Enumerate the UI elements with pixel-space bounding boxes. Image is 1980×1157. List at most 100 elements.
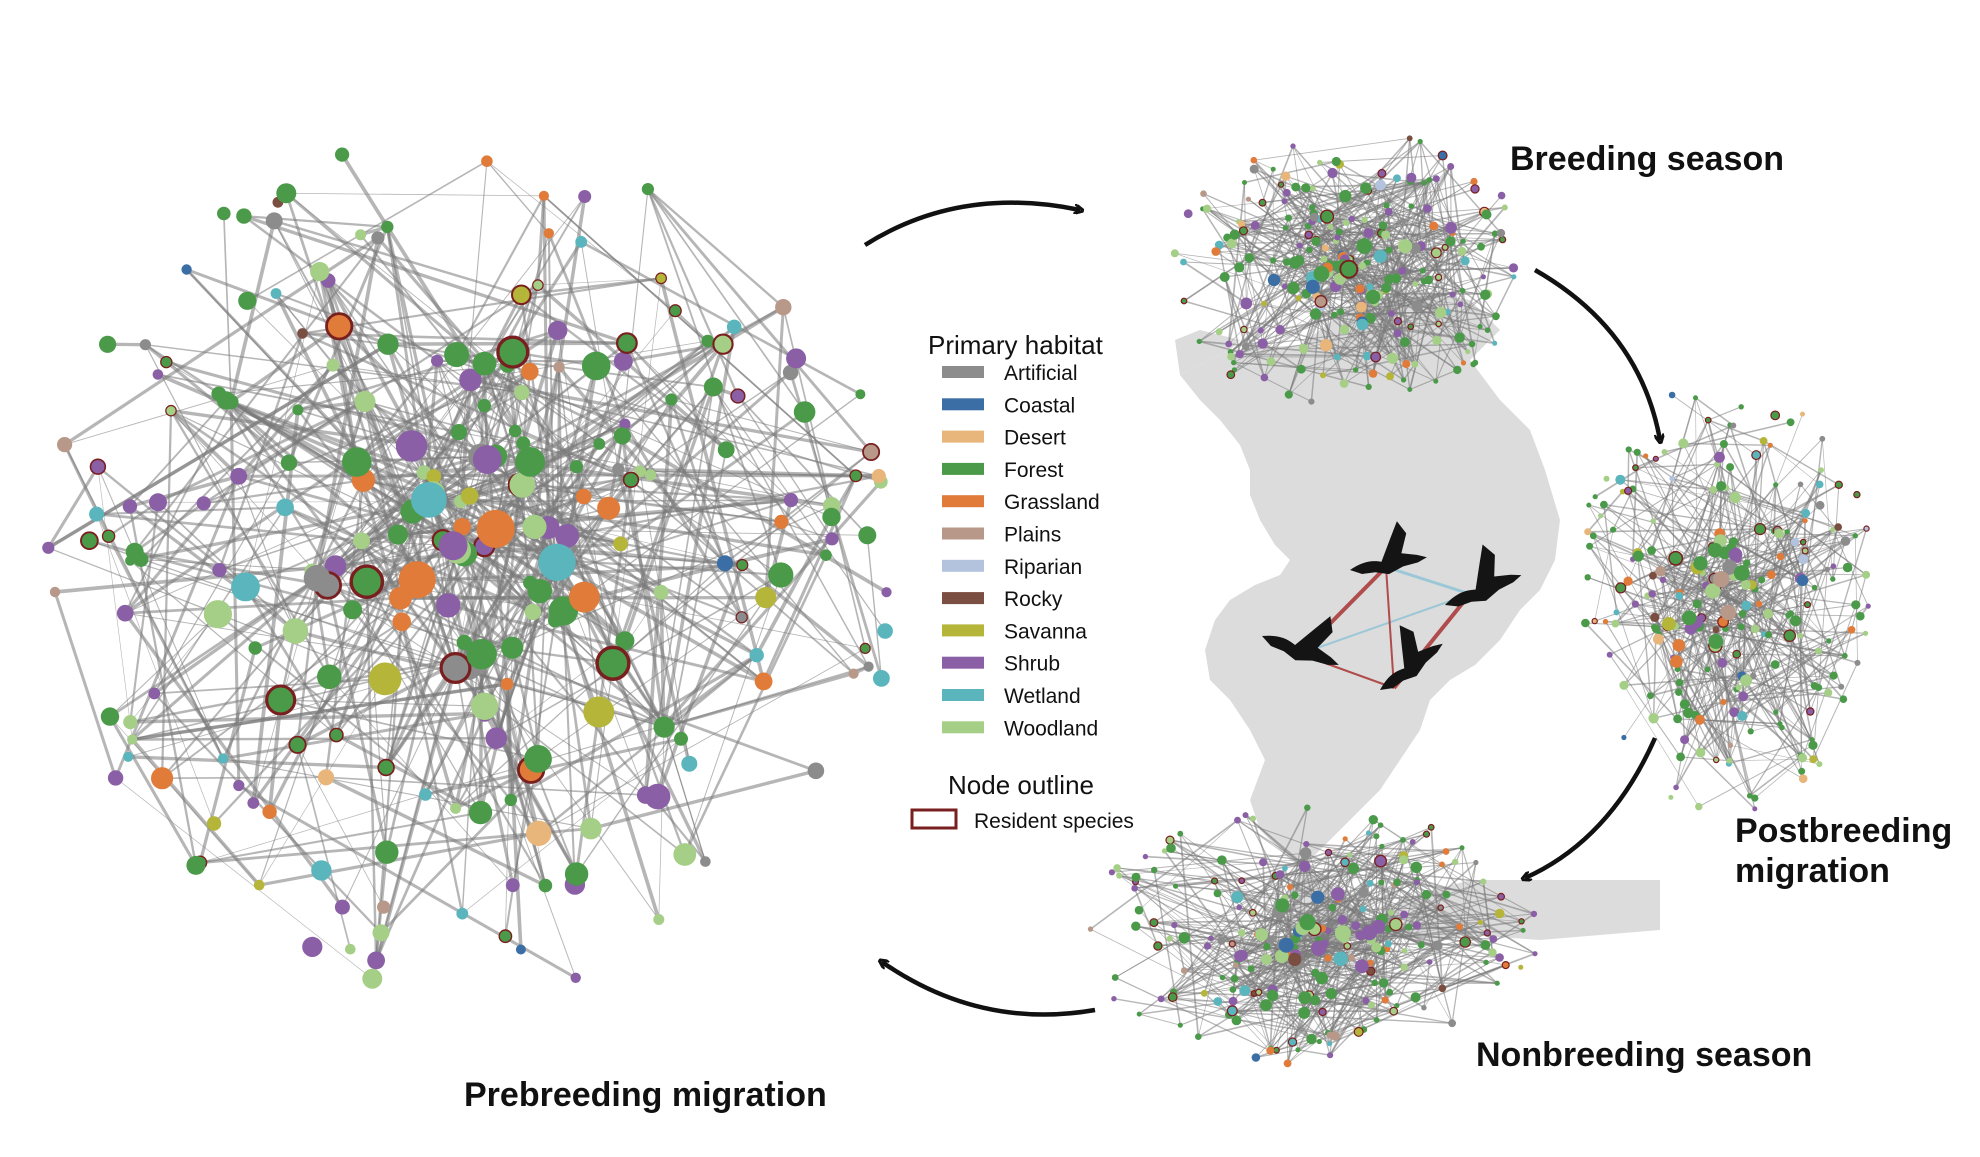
network-node: [1309, 308, 1322, 320]
network-edge: [470, 379, 879, 477]
network-edge: [1279, 873, 1422, 946]
network-node: [1261, 300, 1267, 307]
network-node: [1797, 753, 1808, 763]
network-node: [820, 549, 832, 561]
network-edge: [1435, 232, 1502, 382]
network-edge: [1609, 654, 1682, 758]
network-node: [1401, 948, 1408, 954]
network-edge: [646, 188, 873, 453]
network-edge: [1754, 455, 1757, 629]
network-node: [1417, 138, 1423, 145]
network-node-resident: [1377, 168, 1387, 178]
bird-silhouettes: [1262, 521, 1522, 690]
network-node: [1713, 571, 1730, 588]
network-node: [1421, 180, 1427, 186]
network-edge: [1160, 873, 1280, 1000]
network-node: [504, 793, 517, 807]
network-node: [107, 770, 124, 786]
network-edge: [129, 399, 227, 507]
network-node: [1356, 318, 1369, 331]
network-node: [1385, 246, 1393, 254]
network-edge: [432, 284, 540, 478]
network-node: [1231, 1015, 1242, 1026]
network-edge: [1297, 1049, 1331, 1056]
network-edge: [1402, 138, 1411, 221]
network-node: [1298, 991, 1312, 1005]
network-edge: [1366, 262, 1464, 364]
network-node-resident: [730, 388, 746, 404]
network-node: [1421, 889, 1432, 900]
network-node: [206, 816, 222, 831]
network-node: [1613, 609, 1620, 616]
network-edge: [1429, 929, 1524, 963]
network-node: [1460, 360, 1467, 366]
legend-swatch-desert: [942, 430, 984, 443]
network-node: [1584, 574, 1591, 581]
network-edge: [1233, 362, 1312, 403]
network-edge: [1773, 530, 1802, 579]
network-node: [1301, 183, 1311, 193]
network-edge: [115, 777, 373, 979]
network-node: [1116, 872, 1123, 879]
network-edge: [1594, 529, 1614, 622]
network-node-resident: [1427, 823, 1435, 831]
network-edge: [1169, 839, 1305, 868]
network-edge: [1253, 868, 1286, 994]
network-node: [1233, 962, 1239, 968]
network-edge: [285, 192, 400, 535]
network-edge: [424, 582, 532, 796]
network-node: [1784, 529, 1790, 535]
network-node: [485, 727, 508, 749]
network-node: [342, 447, 372, 477]
network-node: [1378, 221, 1388, 230]
network-node: [1675, 678, 1684, 687]
network-edge: [1344, 141, 1421, 197]
network-node: [1468, 340, 1476, 348]
network-node: [1727, 742, 1734, 748]
network-node: [1266, 1046, 1275, 1055]
network-node: [1331, 887, 1345, 901]
network-edge: [1173, 957, 1241, 993]
network-node: [1200, 989, 1208, 997]
network-node: [575, 488, 592, 505]
network-node: [1717, 658, 1728, 668]
network-edge: [1657, 638, 1717, 761]
network-node-resident: [1799, 538, 1807, 546]
network-edge: [674, 310, 709, 342]
network-node: [1841, 652, 1848, 659]
network-edge: [558, 367, 600, 713]
network-edge: [1651, 519, 1806, 552]
network-node: [1213, 997, 1223, 1006]
network-node: [1840, 536, 1851, 546]
network-node: [1484, 327, 1491, 334]
network-node: [775, 299, 792, 316]
network-node: [515, 944, 526, 955]
network-node: [1368, 369, 1378, 378]
network-node: [1432, 175, 1440, 183]
network-node: [505, 878, 520, 893]
network-node: [524, 745, 552, 773]
network-node: [262, 804, 277, 819]
network-edge: [1138, 943, 1233, 1015]
network-node: [1477, 919, 1484, 926]
network-edge: [224, 399, 514, 649]
network-node: [456, 634, 472, 651]
network-node: [1501, 204, 1508, 211]
network-edge: [1441, 863, 1535, 915]
network-node: [231, 572, 260, 602]
network-node: [1735, 684, 1742, 691]
network-node: [1801, 508, 1811, 518]
network-edge: [1218, 225, 1384, 333]
network-node-resident: [616, 332, 638, 355]
network-node: [151, 767, 174, 790]
network-node-resident: [1853, 490, 1861, 499]
network-node: [122, 499, 138, 514]
network-node: [1851, 600, 1861, 610]
network-node: [1438, 984, 1447, 993]
network-node-resident: [288, 735, 307, 754]
network-node: [460, 487, 479, 505]
network-node-resident: [1437, 904, 1445, 912]
network-edge: [1700, 562, 1760, 605]
network-node: [276, 183, 297, 204]
network-node: [877, 623, 893, 639]
